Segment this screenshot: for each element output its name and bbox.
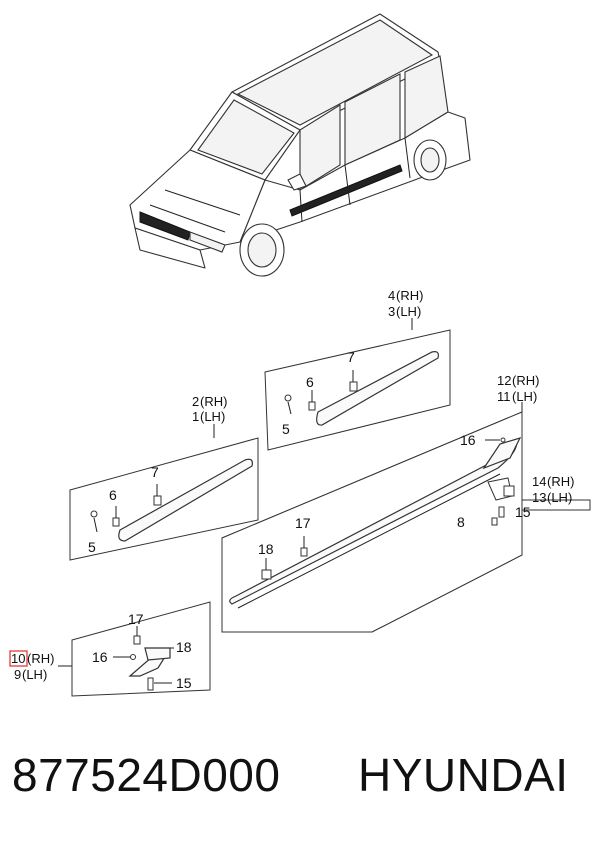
panel-rear-door-molding — [69, 424, 259, 561]
callout-7b: 7 — [151, 464, 159, 480]
callout-12-side: (RH) — [512, 373, 539, 388]
callout-labels: 4 (RH) 3 (LH) 7 6 5 2 (RH) 1 (LH) 7 6 5 … — [9, 288, 574, 691]
callout-6a: 6 — [306, 374, 314, 390]
brand-name: HYUNDAI — [358, 749, 569, 801]
callout-2-side: (RH) — [200, 394, 227, 409]
callout-7a: 7 — [347, 349, 355, 365]
callout-15b: 15 — [176, 675, 192, 691]
callout-14: 14 — [532, 474, 546, 489]
callout-3: 3 — [388, 304, 395, 319]
callout-13: 13 — [532, 490, 546, 505]
callout-17a: 17 — [295, 515, 311, 531]
callout-15a: 15 — [515, 504, 531, 520]
callout-11: 11 — [497, 389, 511, 404]
callout-5b: 5 — [88, 539, 96, 555]
callout-2: 2 — [192, 394, 199, 409]
callout-4-side: (RH) — [396, 288, 423, 303]
callout-14-side: (RH) — [547, 474, 574, 489]
callout-9-side: (LH) — [22, 667, 47, 682]
callout-16b: 16 — [92, 649, 108, 665]
callout-18a: 18 — [258, 541, 274, 557]
callout-8: 8 — [457, 514, 465, 530]
callout-18b: 18 — [176, 639, 192, 655]
panel-front-door-molding — [264, 318, 451, 451]
callout-11-side: (LH) — [512, 389, 537, 404]
callout-17b: 17 — [128, 611, 144, 627]
panel-side-sill-molding — [221, 402, 591, 633]
vehicle-illustration — [129, 13, 471, 277]
callout-10: 10 — [11, 651, 25, 666]
callout-10-side: (RH) — [27, 651, 54, 666]
callout-16a: 16 — [460, 432, 476, 448]
callout-5a: 5 — [282, 421, 290, 437]
callout-9: 9 — [14, 667, 21, 682]
callout-12: 12 — [497, 373, 511, 388]
part-number: 877524D000 — [12, 749, 281, 801]
callout-10-highlight — [9, 650, 28, 667]
callout-4: 4 — [388, 288, 395, 303]
panel-bracket-detail — [58, 601, 211, 697]
callout-6b: 6 — [109, 487, 117, 503]
callout-1: 1 — [192, 409, 199, 424]
callout-3-side: (LH) — [396, 304, 421, 319]
callout-1-side: (LH) — [200, 409, 225, 424]
callout-13-side: (LH) — [547, 490, 572, 505]
